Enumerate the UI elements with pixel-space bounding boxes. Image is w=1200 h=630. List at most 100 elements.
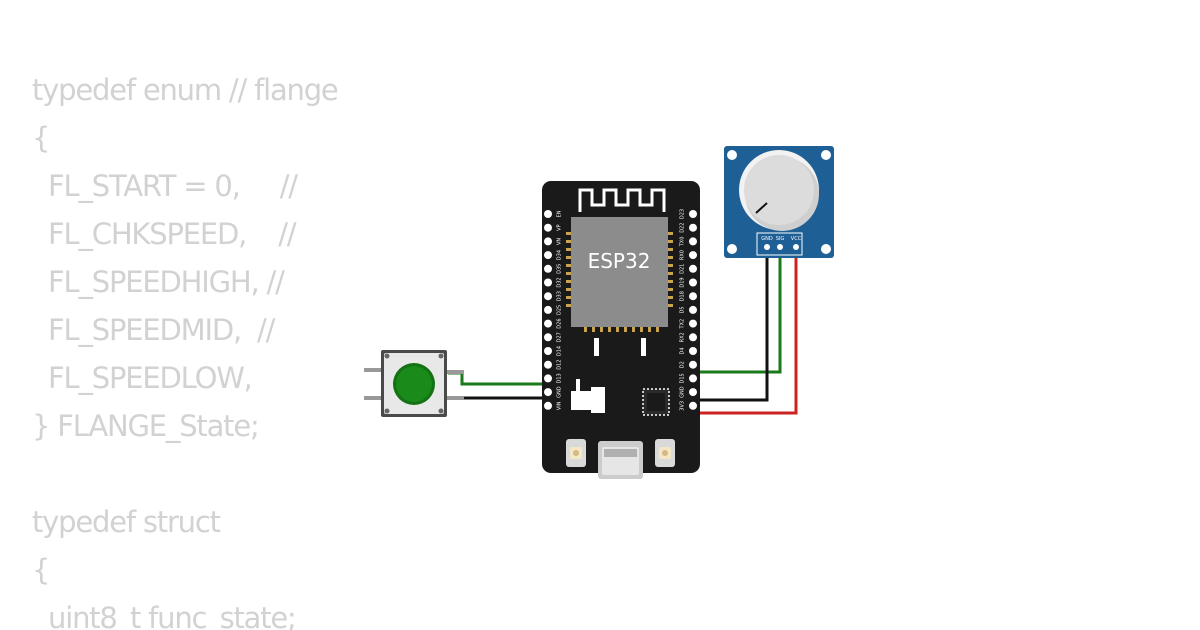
esp32-pin[interactable] xyxy=(689,401,697,410)
esp32-pin[interactable] xyxy=(544,292,552,301)
esp32-pin[interactable] xyxy=(689,319,697,328)
esp32-pin-label: D4 xyxy=(680,347,686,354)
esp32-pin[interactable] xyxy=(544,360,552,369)
esp32-pin-label: D34 xyxy=(557,250,563,260)
esp32-pin[interactable] xyxy=(544,347,552,355)
esp32-pin[interactable] xyxy=(544,264,552,273)
code-line: { xyxy=(32,553,50,587)
code-line: typedef enum // flange xyxy=(32,73,339,107)
wire-button-d13[interactable] xyxy=(448,371,548,386)
module-pad xyxy=(600,327,603,332)
pot-pin-label: SIG xyxy=(776,236,785,242)
esp32-board[interactable]: ESP32 ENVPVND34D35D32D33D25D26D27D14D12D… xyxy=(542,181,700,479)
esp32-pin[interactable] xyxy=(689,278,697,287)
esp32-pin[interactable] xyxy=(689,223,697,232)
esp32-pin-label: D23 xyxy=(680,209,686,219)
module-pad xyxy=(668,256,673,259)
esp32-pin-label: TX0 xyxy=(680,237,686,248)
pot-pin[interactable] xyxy=(777,244,783,250)
esp32-pin[interactable] xyxy=(689,251,697,260)
esp32-pin[interactable] xyxy=(544,319,552,328)
module-pad xyxy=(566,264,571,267)
module-pad xyxy=(668,240,673,243)
module-pad xyxy=(648,327,651,332)
push-button[interactable] xyxy=(364,350,464,417)
module-pad xyxy=(668,272,673,275)
esp32-pin[interactable] xyxy=(544,401,552,410)
module-pad xyxy=(592,327,595,332)
pot-pin[interactable] xyxy=(764,244,770,250)
code-line: } FLANGE_State; xyxy=(32,409,260,443)
module-pad xyxy=(566,296,571,299)
module-pad xyxy=(566,304,571,307)
esp32-pin-label: GND xyxy=(557,386,563,398)
esp32-pin[interactable] xyxy=(689,305,697,314)
esp32-pin[interactable] xyxy=(544,210,552,218)
esp32-pin[interactable] xyxy=(544,251,552,260)
esp32-pin-label: D26 xyxy=(557,318,563,328)
wire-pot-gnd[interactable] xyxy=(692,247,769,402)
esp32-pin[interactable] xyxy=(689,333,697,342)
code-line: { xyxy=(32,121,50,155)
esp32-pin-label: RX0 xyxy=(680,250,686,260)
esp32-pin-label: D5 xyxy=(680,306,686,313)
pot-pin-box xyxy=(756,232,803,256)
code-line: typedef struct xyxy=(32,505,221,539)
esp32-pin-label: 3V3 xyxy=(680,401,686,411)
esp32-pin-label: EN xyxy=(557,210,563,217)
esp32-pin[interactable] xyxy=(689,237,697,246)
esp32-pin-label: D14 xyxy=(557,346,563,356)
esp32-pin[interactable] xyxy=(544,305,552,314)
esp32-pin-label: D22 xyxy=(680,223,686,233)
code-line: FL_CHKSPEED, // xyxy=(32,217,297,251)
wire-pot-sig[interactable] xyxy=(692,247,782,374)
esp32-pin[interactable] xyxy=(544,223,552,232)
en-button[interactable] xyxy=(566,439,586,467)
pot-pin-label: VCC xyxy=(791,236,802,242)
button-lead xyxy=(444,396,464,400)
module-pad xyxy=(668,304,673,307)
esp32-pin[interactable] xyxy=(689,347,697,355)
esp32-pin-label: RX2 xyxy=(680,332,686,342)
voltage-regulator xyxy=(571,391,591,410)
pot-indicator xyxy=(755,202,768,214)
esp32-pin[interactable] xyxy=(689,292,697,301)
module-pad xyxy=(668,264,673,267)
esp32-pin[interactable] xyxy=(689,360,697,369)
esp32-pin[interactable] xyxy=(544,237,552,246)
esp32-pin-label: VP xyxy=(557,224,563,230)
code-line: FL_START = 0, // xyxy=(32,169,298,203)
module-pad xyxy=(584,327,587,332)
esp32-pin[interactable] xyxy=(689,374,697,383)
pot-pin[interactable] xyxy=(793,244,799,250)
esp32-pin[interactable] xyxy=(544,278,552,287)
module-pad xyxy=(624,327,627,332)
wire-pot-vcc[interactable] xyxy=(692,247,798,415)
esp32-pin-label: D35 xyxy=(557,264,563,274)
esp32-pin[interactable] xyxy=(689,264,697,273)
esp32-pin[interactable] xyxy=(689,388,697,397)
esp32-pin-label: D21 xyxy=(680,264,686,274)
code-line: FL_SPEEDHIGH, // xyxy=(32,265,285,299)
chip-label: ESP32 xyxy=(588,249,651,273)
esp32-pin-label: VN xyxy=(557,238,563,245)
code-background: typedef enum // flange { FL_START = 0, //… xyxy=(0,0,520,630)
esp32-pin[interactable] xyxy=(544,333,552,342)
pot-knob[interactable] xyxy=(744,155,814,225)
esp32-pin-label: D32 xyxy=(557,277,563,287)
led-status xyxy=(641,338,646,356)
pot-pin-label: GND xyxy=(761,236,773,242)
esp32-pin-headers: ENVPVND34D35D32D33D25D26D27D14D12D13GNDV… xyxy=(544,209,697,411)
module-pad xyxy=(566,272,571,275)
esp32-pin[interactable] xyxy=(544,374,552,383)
led-power xyxy=(594,338,599,356)
esp32-pin[interactable] xyxy=(544,388,552,397)
esp32-pin[interactable] xyxy=(689,210,697,218)
esp32-pin-label: D18 xyxy=(680,291,686,301)
esp32-chip xyxy=(571,217,668,327)
boot-button[interactable] xyxy=(655,439,675,467)
module-pad xyxy=(566,248,571,251)
